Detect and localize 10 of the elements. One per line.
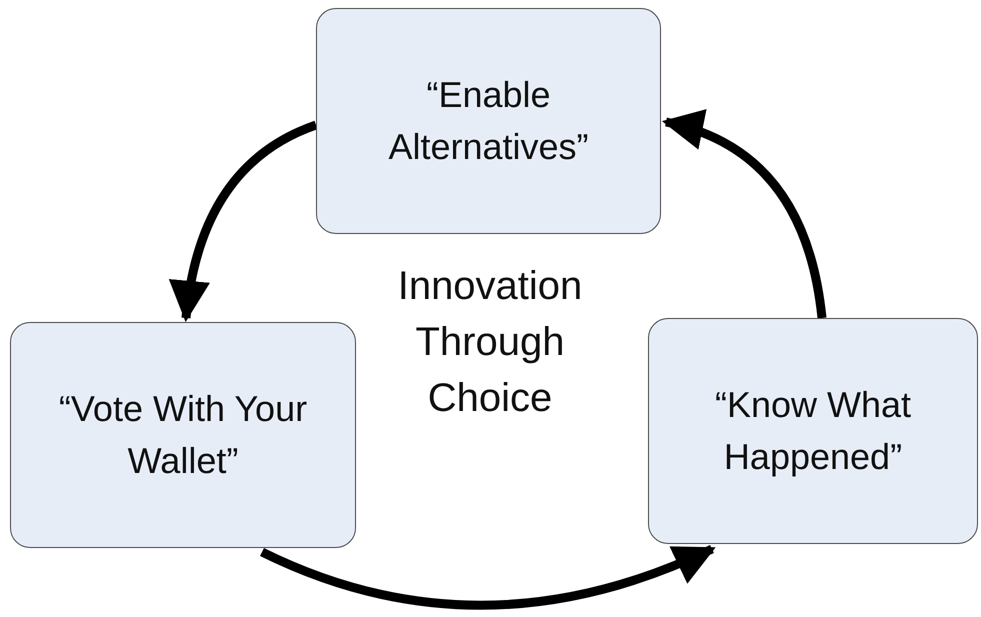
curved-arrow [662,111,826,319]
curved-arrow [260,544,716,610]
center-title: Innovation Through Choice [396,263,584,422]
rounded-box [648,318,978,544]
rounded-box [10,322,356,548]
rounded-box [316,8,661,234]
curved-arrow [170,120,318,322]
box-text: “Know What Happened” [714,382,912,479]
box-text: “Vote With Your Wallet” [58,386,308,483]
box-text: “Enable Alternatives” [387,72,590,169]
